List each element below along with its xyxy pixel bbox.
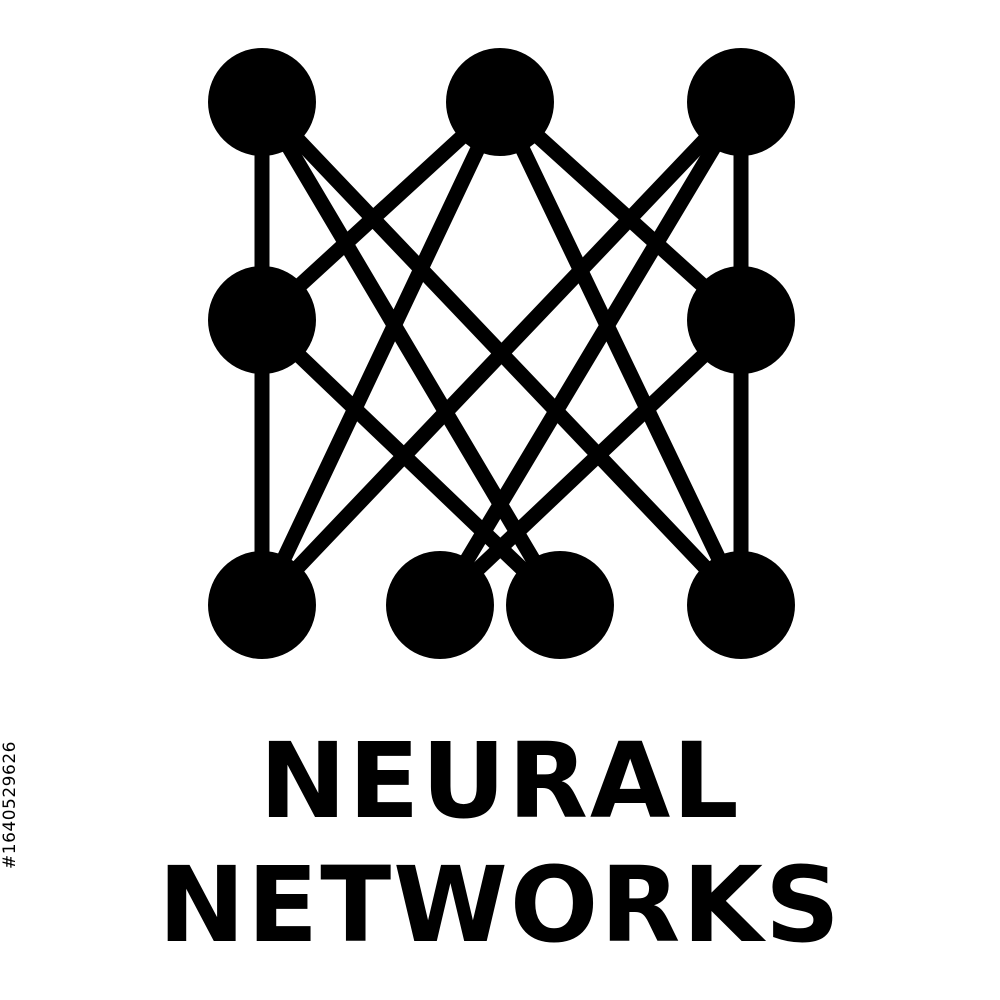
node bbox=[386, 551, 494, 659]
network-connections bbox=[254, 94, 749, 613]
node bbox=[506, 551, 614, 659]
connection bbox=[432, 94, 749, 613]
connection bbox=[492, 94, 749, 613]
logo-title-line2: NETWORKS bbox=[158, 844, 842, 966]
connection bbox=[254, 94, 508, 613]
logo-title-line1: NEURAL bbox=[259, 720, 741, 842]
node bbox=[687, 551, 795, 659]
connection bbox=[254, 94, 749, 613]
network-nodes bbox=[208, 48, 795, 659]
node bbox=[687, 48, 795, 156]
connection bbox=[492, 94, 749, 328]
connection bbox=[254, 312, 568, 613]
node bbox=[208, 266, 316, 374]
node bbox=[208, 551, 316, 659]
connection bbox=[254, 94, 568, 613]
node bbox=[687, 266, 795, 374]
connection bbox=[432, 312, 749, 613]
node bbox=[446, 48, 554, 156]
node bbox=[208, 48, 316, 156]
neural-network-icon bbox=[208, 48, 795, 659]
stock-id-label: #164052962​6 bbox=[0, 741, 20, 869]
